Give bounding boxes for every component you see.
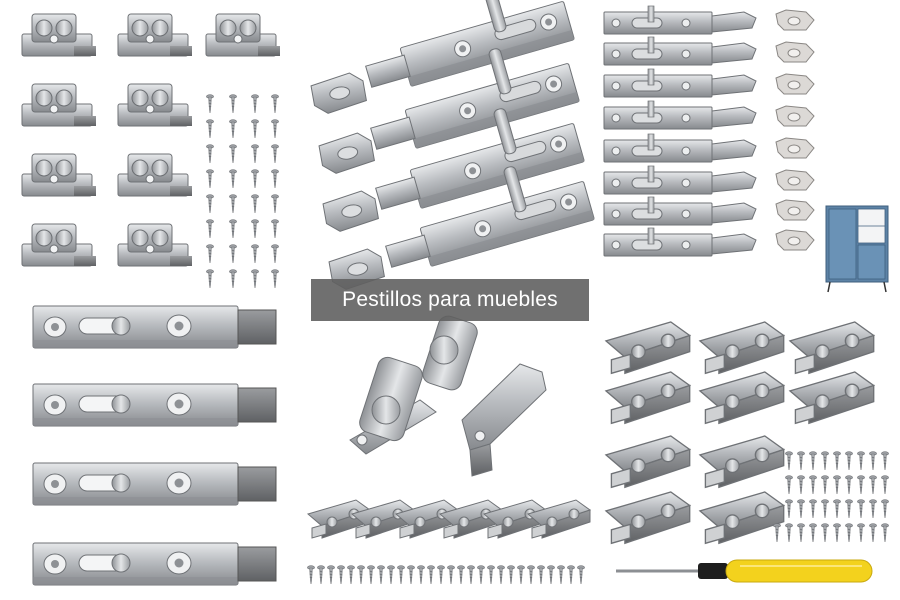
wood-screw-group-bottom	[307, 565, 585, 585]
double-ball-catch-group	[605, 321, 875, 544]
large-ball-catch	[349, 315, 547, 477]
blue-cabinet	[825, 205, 889, 293]
small-ball-catch-group	[307, 499, 591, 539]
roller-catch-group	[21, 13, 281, 267]
wood-screw-group-top	[206, 94, 279, 289]
barrel-bolt-group	[309, 0, 595, 292]
wood-screw-group-right	[773, 451, 889, 543]
flat-bolt-group	[32, 305, 277, 586]
spring-latch-group	[603, 5, 815, 257]
screwdriver	[616, 559, 873, 583]
caption-banner: Pestillos para muebles	[311, 279, 589, 321]
